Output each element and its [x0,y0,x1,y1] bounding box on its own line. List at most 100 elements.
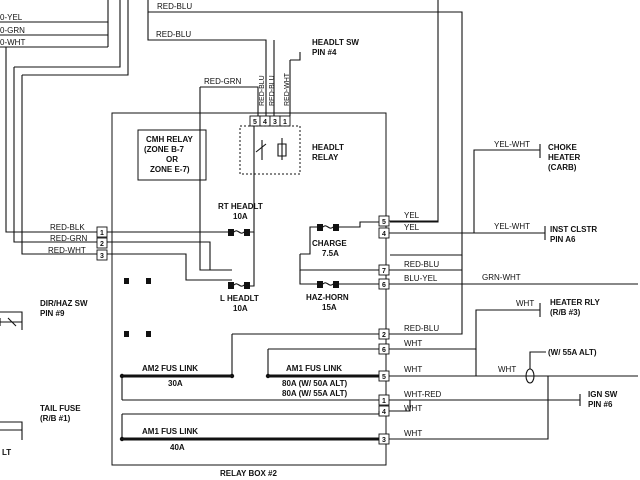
relay-pin-4: 4 [263,119,267,126]
top-left-red-grn: 0-GRN [0,26,25,35]
haz-horn-name: HAZ-HORN [306,293,349,302]
right-pin-4a: 4 [382,231,386,238]
am1a-fus-link-rating1: 80A (W/ 50A ALT) [282,379,348,388]
l-headlt-fuse [228,282,250,289]
am1b-fus-link-name: AM1 FUS LINK [142,427,198,436]
right-wire-blu-yel: BLU-YEL [404,274,438,283]
right-pin-3: 3 [382,437,386,444]
heater-rly-wire: WHT [516,299,534,308]
right-wires-upper [389,149,638,285]
am1b-fus-link-rating: 40A [170,443,185,452]
headlt-relay-label-2: RELAY [312,153,339,162]
am1a-fus-link-name: AM1 FUS LINK [286,364,342,373]
ign-sw-line2: PIN #6 [588,400,613,409]
headlt-relay-label-1: HEADLT [312,143,344,152]
lt-label: LT [2,448,11,457]
right-wire-wht-2: WHT [404,365,422,374]
left-input-red-wht: RED-WHT [48,246,86,255]
cmh-relay-box [137,129,207,181]
am2-fus-link-name: AM2 FUS LINK [142,364,198,373]
top-left-red-wht: 0-WHT [0,38,25,47]
relay-pin-1: 1 [283,119,287,126]
left-pin-1: 1 [100,230,104,237]
right-wire-wht-1: WHT [404,339,422,348]
vertical-wire-label-1: RED-BLU [259,75,266,106]
right-pin-1: 1 [382,398,386,405]
haz-horn-fuse [299,254,379,288]
cmh-relay-line1: CMH RELAY [146,135,193,144]
am1-fus-link-a [265,373,379,379]
tail-fuse-line1: TAIL FUSE [40,404,81,413]
ign-sw-line1: IGN SW [588,390,618,399]
left-pin-2: 2 [100,241,104,248]
am1-fus-link-b [119,436,379,442]
left-input-red-blk: RED-BLK [50,223,85,232]
choke-heater-line2: HEATER [548,153,581,162]
cmh-relay-line3: OR [166,155,178,164]
top-wire-red-grn: RED-GRN [204,77,242,86]
am2-fus-link-rating: 30A [168,379,183,388]
alt-note-leader [529,351,546,369]
vertical-wire-label-3: RED-WHT [284,72,291,106]
right-wire-yel-1: YEL [404,211,420,220]
right-wire-wht-3: WHT [404,404,422,413]
rt-headlt-name: RT HEADLT [218,202,263,211]
right-pin-6a: 6 [382,282,386,289]
inst-clstr-line2: PIN A6 [550,235,576,244]
inst-clstr-line1: INST CLSTR [550,225,597,234]
empty-fuse-slots [124,278,151,337]
headlt-sw-label: HEADLT SW [312,38,359,47]
top-wire-red-blu-1: RED-BLU [157,2,192,11]
charge-name: CHARGE [312,239,347,248]
left-pin-3: 3 [100,253,104,260]
right-wire-wht-red: WHT-RED [404,390,442,399]
tail-fuse-line2: (R/B #1) [40,414,71,423]
right-wire-red-blu-1: RED-BLU [404,260,439,269]
right-wire-yel-2: YEL [404,223,420,232]
right-wire-red-blu-2: RED-BLU [404,324,439,333]
top-wires [147,0,463,271]
relay-body [239,125,301,175]
top-wire-red-blu-2: RED-BLU [156,30,191,39]
relay-pin-5: 5 [253,119,257,126]
choke-heater-line1: CHOKE [548,143,578,152]
haz-horn-rating: 15A [322,303,337,312]
rt-headlt-rating: 10A [233,212,248,221]
vertical-wire-label-2: RED-BLU [269,75,276,106]
rt-headlt-fuse [228,229,250,236]
left-side-references [0,311,23,440]
right-pin-4b: 4 [382,409,386,416]
left-input-red-grn: RED-GRN [50,234,88,243]
right-pin-7: 7 [382,268,386,275]
dir-haz-sw-line2: PIN #9 [40,309,65,318]
l-headlt-name: L HEADLT [220,294,259,303]
choke-heater-wire: YEL-WHT [494,140,530,149]
right-pins-lower [378,370,390,445]
right-wires-middle [231,255,540,376]
dir-haz-sw-line1: DIR/HAZ SW [40,299,88,308]
heater-rly-line2: (R/B #3) [550,308,581,317]
right-pin-2: 2 [382,332,386,339]
right-wire-wht-4: WHT [404,429,422,438]
relay-box-label: RELAY BOX #2 [220,469,277,478]
headlt-relay [239,115,301,175]
cmh-relay-line2: (ZONE B-7 [144,145,185,154]
am1a-fus-link-rating2: 80A (W/ 55A ALT) [282,389,348,398]
headlt-sw-pin: PIN #4 [312,48,337,57]
right-pins-upper [378,215,390,290]
right-pin-5b: 5 [382,374,386,381]
top-left-red-yel: 0-YEL [0,13,23,22]
wht-mid-label: WHT [498,365,516,374]
charge-fuse [300,221,379,255]
am2-fus-link [119,373,235,379]
alt-note: (W/ 55A ALT) [548,348,597,357]
top-left-wires [0,0,129,255]
choke-heater-line3: (CARB) [548,163,577,172]
grn-wht-label: GRN-WHT [482,273,521,282]
relay-pin-3: 3 [273,119,277,126]
right-pin-6b: 6 [382,347,386,354]
cmh-relay-line4: ZONE E-7) [150,165,190,174]
right-wires-lower [121,349,638,440]
l-headlt-rating: 10A [233,304,248,313]
charge-rating: 7.5A [322,249,339,258]
